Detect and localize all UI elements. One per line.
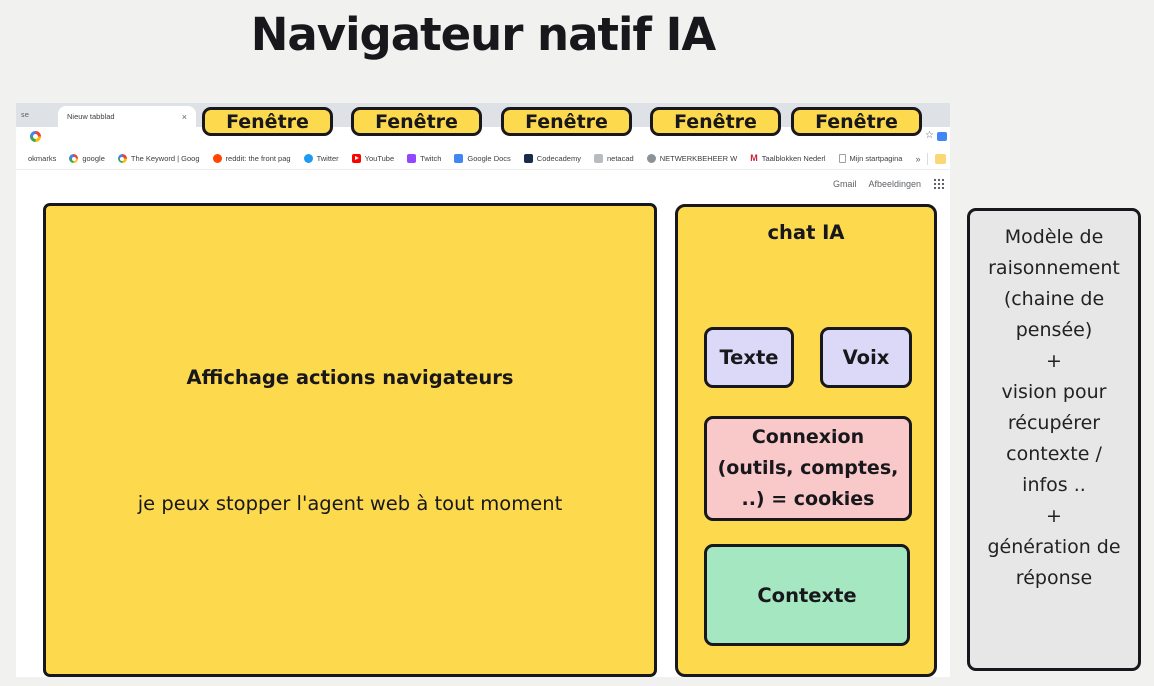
- chevron-overflow-icon[interactable]: »: [915, 153, 921, 164]
- globe-icon: [646, 154, 656, 163]
- page-icon: [838, 154, 846, 163]
- twitter-icon: [303, 154, 313, 163]
- twitch-icon: [407, 154, 417, 163]
- model-line: récupérer: [1007, 412, 1101, 434]
- bookmark-star-icon[interactable]: ☆: [925, 130, 934, 141]
- google-logo-icon: [30, 131, 41, 142]
- google-header-links: Gmail Afbeeldingen: [833, 178, 944, 189]
- connexion-line: ..) = cookies: [741, 488, 875, 510]
- model-line: pensée): [1015, 319, 1093, 341]
- model-line: +: [1046, 505, 1062, 527]
- bookmarks-overflow: »: [915, 152, 947, 165]
- bookmark-item[interactable]: Codecademy: [523, 154, 581, 163]
- voix-box: Voix: [820, 327, 912, 388]
- google-g-icon: [117, 154, 127, 163]
- model-line: Modèle de: [1004, 226, 1104, 248]
- reasoning-model-box: Modèle de raisonnement (chaine de pensée…: [967, 208, 1141, 671]
- bookmark-item[interactable]: Google Docs: [454, 154, 511, 163]
- browser-actions-box: Affichage actions navigateurs je peux st…: [43, 203, 657, 677]
- background-tab[interactable]: se: [21, 111, 29, 119]
- bookmark-item[interactable]: NETWERKBEHEER W: [646, 154, 737, 163]
- gmail-link[interactable]: Gmail: [832, 178, 857, 189]
- bookmark-item[interactable]: YouTube: [351, 154, 394, 163]
- taalblokken-m-icon: M: [750, 153, 758, 163]
- fenetre-box-4: Fenêtre: [650, 107, 781, 136]
- bookmark-item[interactable]: Twitter: [303, 154, 339, 163]
- active-tab-title: Nieuw tabblad: [67, 112, 115, 121]
- texte-box: Texte: [704, 327, 794, 388]
- translate-icon[interactable]: [937, 132, 947, 141]
- contexte-box: Contexte: [704, 544, 910, 646]
- chat-ia-box: chat IA Texte Voix Connexion (outils, co…: [675, 204, 937, 677]
- active-tab[interactable]: Nieuw tabblad ×: [58, 106, 196, 127]
- connexion-line: Connexion: [751, 426, 865, 448]
- images-link[interactable]: Afbeeldingen: [868, 178, 921, 189]
- bookmark-item[interactable]: Twitch: [407, 154, 441, 163]
- youtube-icon: [351, 154, 361, 163]
- bookmarks-bar: okmarks google The Keyword | Goog reddit…: [16, 148, 950, 170]
- model-line: raisonnement: [988, 257, 1120, 279]
- model-line: +: [1046, 350, 1062, 372]
- netacad-icon: [593, 154, 603, 163]
- model-line: infos ..: [1022, 474, 1086, 496]
- folder-icon[interactable]: [935, 153, 947, 164]
- browser-actions-title: Affichage actions navigateurs: [186, 366, 514, 389]
- bookmark-item[interactable]: reddit: the front pag: [212, 154, 291, 163]
- google-apps-icon[interactable]: [933, 178, 944, 189]
- codecademy-icon: [523, 154, 533, 163]
- model-line: (chaine de: [1003, 288, 1105, 310]
- tab-close-icon[interactable]: ×: [181, 111, 187, 122]
- google-docs-icon: [454, 154, 464, 163]
- model-line: génération de: [987, 536, 1121, 558]
- model-line: réponse: [1015, 567, 1093, 589]
- bookmark-item[interactable]: netacad: [593, 154, 634, 163]
- stop-agent-note: je peux stopper l'agent web à tout momen…: [137, 492, 563, 515]
- fenetre-box-5: Fenêtre: [791, 107, 922, 136]
- fenetre-box-3: Fenêtre: [501, 107, 632, 136]
- google-g-icon: [69, 154, 79, 163]
- bookmark-item[interactable]: google: [69, 154, 105, 163]
- model-line: vision pour: [1001, 381, 1107, 403]
- fenetre-box-1: Fenêtre: [202, 107, 333, 136]
- bookmark-item[interactable]: Mijn startpagina: [838, 154, 902, 163]
- model-line: contexte /: [1006, 443, 1102, 465]
- connexion-box: Connexion (outils, comptes, ..) = cookie…: [704, 416, 912, 521]
- chat-ia-title: chat IA: [767, 221, 845, 244]
- bookmark-item[interactable]: The Keyword | Goog: [117, 154, 200, 163]
- bookmark-item[interactable]: okmarks: [28, 154, 57, 163]
- divider: [927, 152, 929, 165]
- reddit-icon: [212, 154, 222, 163]
- fenetre-box-2: Fenêtre: [351, 107, 482, 136]
- connexion-line: (outils, comptes,: [717, 457, 899, 479]
- page-title: Navigateur natif IA: [250, 8, 716, 61]
